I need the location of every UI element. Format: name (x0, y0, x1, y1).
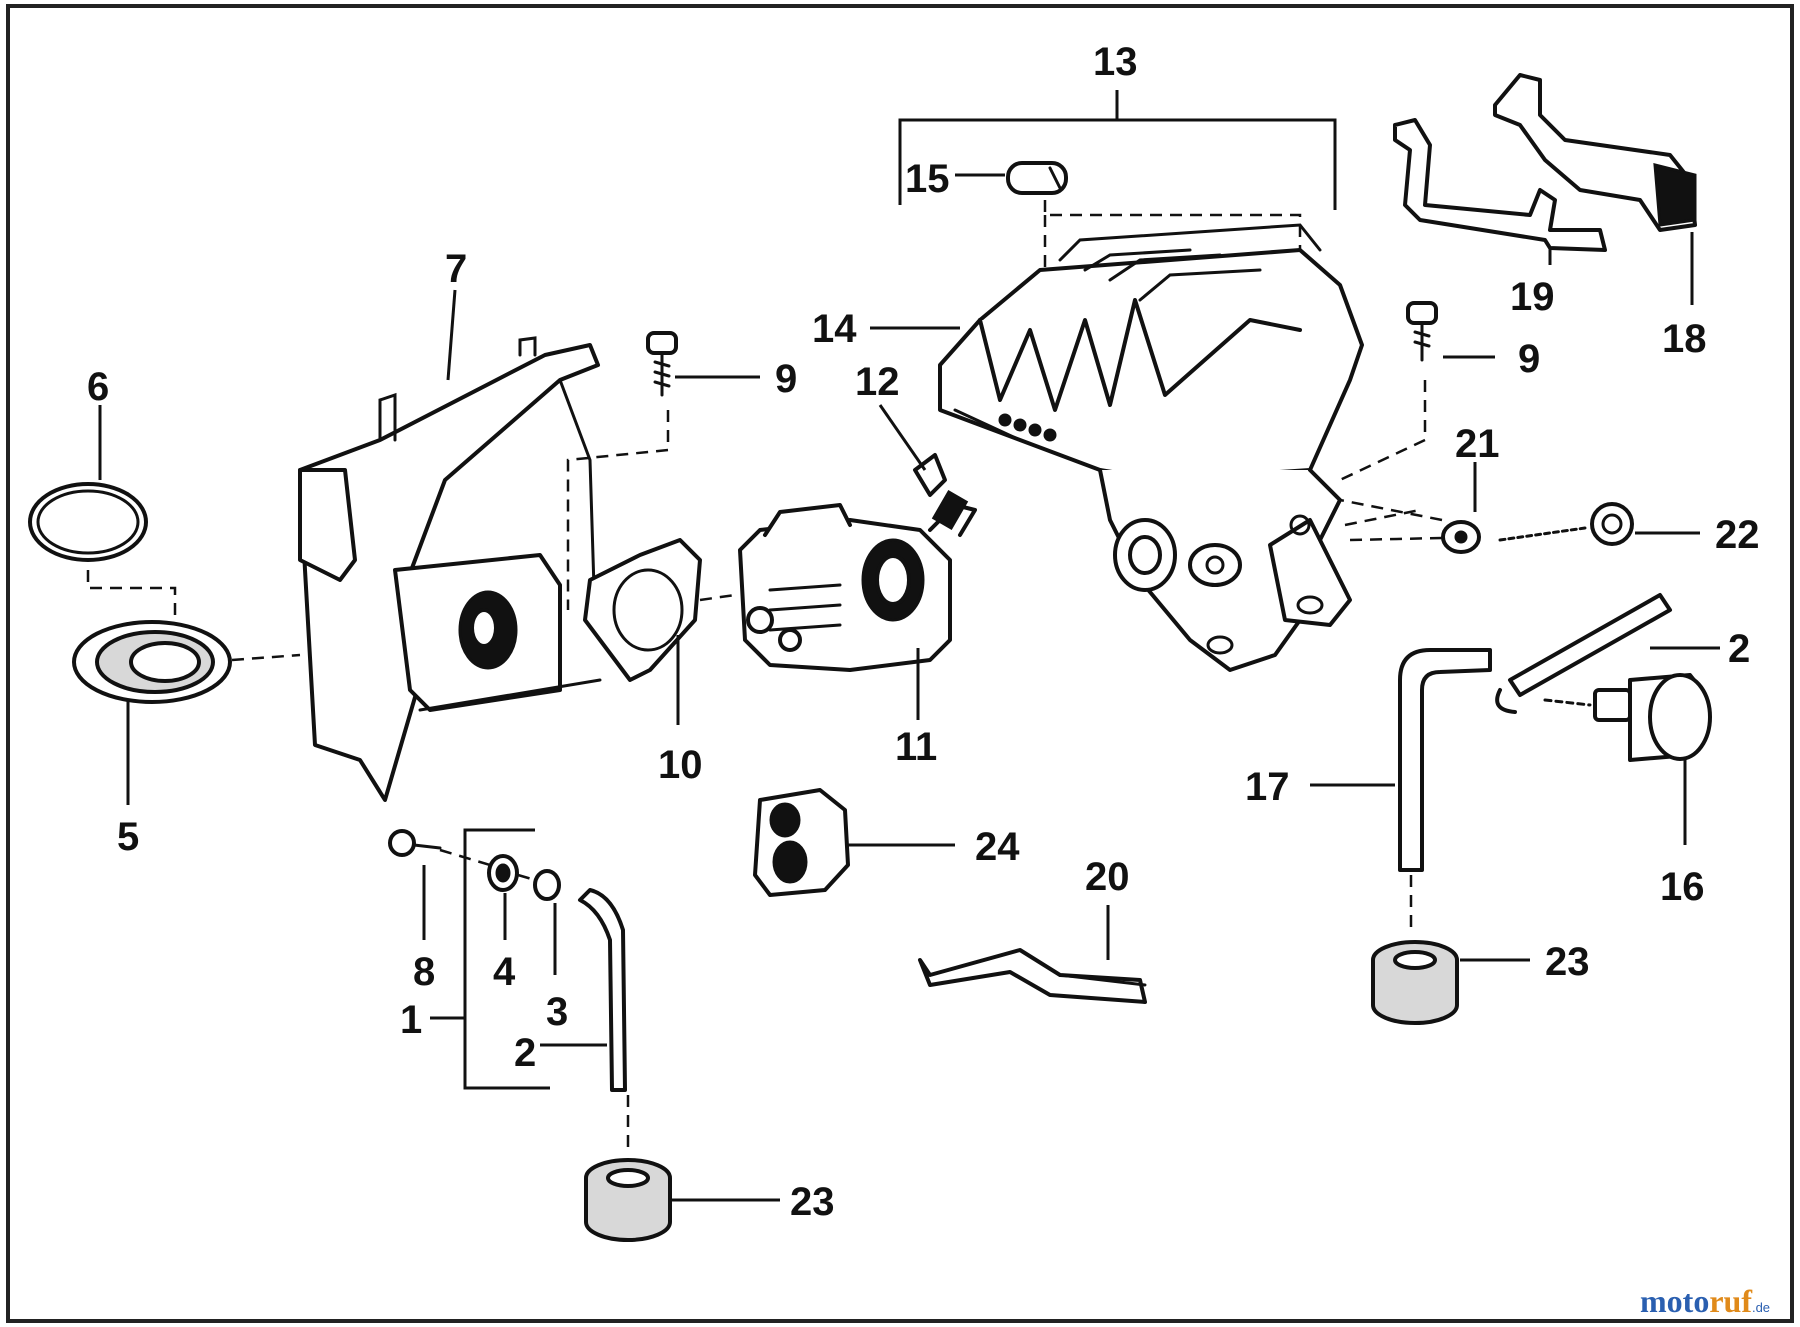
callout-8: 8 (413, 950, 435, 994)
callout-20: 20 (1085, 855, 1130, 899)
callout-19: 19 (1510, 275, 1555, 319)
part-2-fuel-line-left (578, 888, 627, 1092)
callout-10: 10 (658, 743, 703, 787)
callout-12: 12 (855, 360, 900, 404)
callout-18: 18 (1662, 317, 1707, 361)
callout-9-left: 9 (775, 357, 797, 401)
callout-2-left: 2 (514, 1031, 536, 1075)
callout-2-right: 2 (1728, 627, 1750, 671)
part-5-intake-flange (72, 620, 232, 704)
part-9-screw-left (646, 331, 678, 397)
part-2-fuel-line-right (1495, 593, 1672, 714)
part-8-screw (388, 829, 442, 857)
part-6-o-ring (28, 482, 148, 562)
callout-5: 5 (117, 815, 139, 859)
part-14-air-filter (938, 223, 1364, 672)
part-23-fuel-filter-right (1371, 940, 1459, 1025)
dash-9-housing (566, 410, 670, 610)
part-12-choke-lever (913, 453, 969, 531)
part-11-carburetor (738, 503, 977, 672)
callout-13: 13 (1093, 40, 1138, 84)
dash-6-5 (86, 570, 177, 620)
svg-text:motoruf.de: motoruf.de (1640, 1283, 1770, 1319)
watermark-logo: motoruf.de (1640, 1283, 1770, 1319)
part-17-fuel-hose (1398, 648, 1492, 872)
part-9-screw-right (1406, 301, 1438, 362)
callout-22: 22 (1715, 513, 1760, 557)
callout-23-right: 23 (1545, 940, 1590, 984)
callout-16: 16 (1660, 865, 1705, 909)
callout-23-left: 23 (790, 1180, 835, 1224)
leader-12 (878, 404, 927, 471)
part-10-gasket (583, 538, 702, 682)
bracket-1 (430, 828, 550, 1090)
part-19-rod (1393, 118, 1607, 252)
dash-15-14 (1043, 200, 1302, 270)
callout-21: 21 (1455, 422, 1500, 466)
part-4-grommet (487, 854, 519, 892)
part-22-bolt (1498, 502, 1634, 546)
dash-10-11 (699, 593, 736, 602)
leader-7 (446, 289, 457, 381)
part-23-fuel-filter-left (584, 1158, 672, 1242)
part-15-plug (1006, 161, 1068, 195)
callout-1: 1 (400, 998, 422, 1042)
callout-3: 3 (546, 990, 568, 1034)
part-3-nipple (533, 869, 561, 901)
part-16-primer-bulb (1543, 673, 1712, 762)
part-21-washer (1441, 520, 1481, 554)
callout-6: 6 (87, 365, 109, 409)
callout-4: 4 (493, 950, 516, 994)
part-7-carburetor-housing (298, 336, 602, 802)
callout-24: 24 (975, 825, 1020, 869)
part-24-cap (753, 788, 850, 897)
callout-15: 15 (905, 157, 950, 201)
bracket-13 (898, 90, 1337, 210)
callout-9-right: 9 (1518, 337, 1540, 381)
callout-17: 17 (1245, 765, 1290, 809)
dash-5-7 (231, 653, 301, 662)
dash-9-right (1339, 380, 1427, 482)
callout-11: 11 (895, 725, 937, 769)
callout-7: 7 (445, 247, 467, 291)
part-18-lever (1493, 73, 1697, 232)
dash-21-filter (1339, 498, 1443, 542)
diagram-border (6, 4, 1794, 1323)
callout-14: 14 (812, 307, 857, 351)
part-20-choke-rod (918, 948, 1147, 1004)
